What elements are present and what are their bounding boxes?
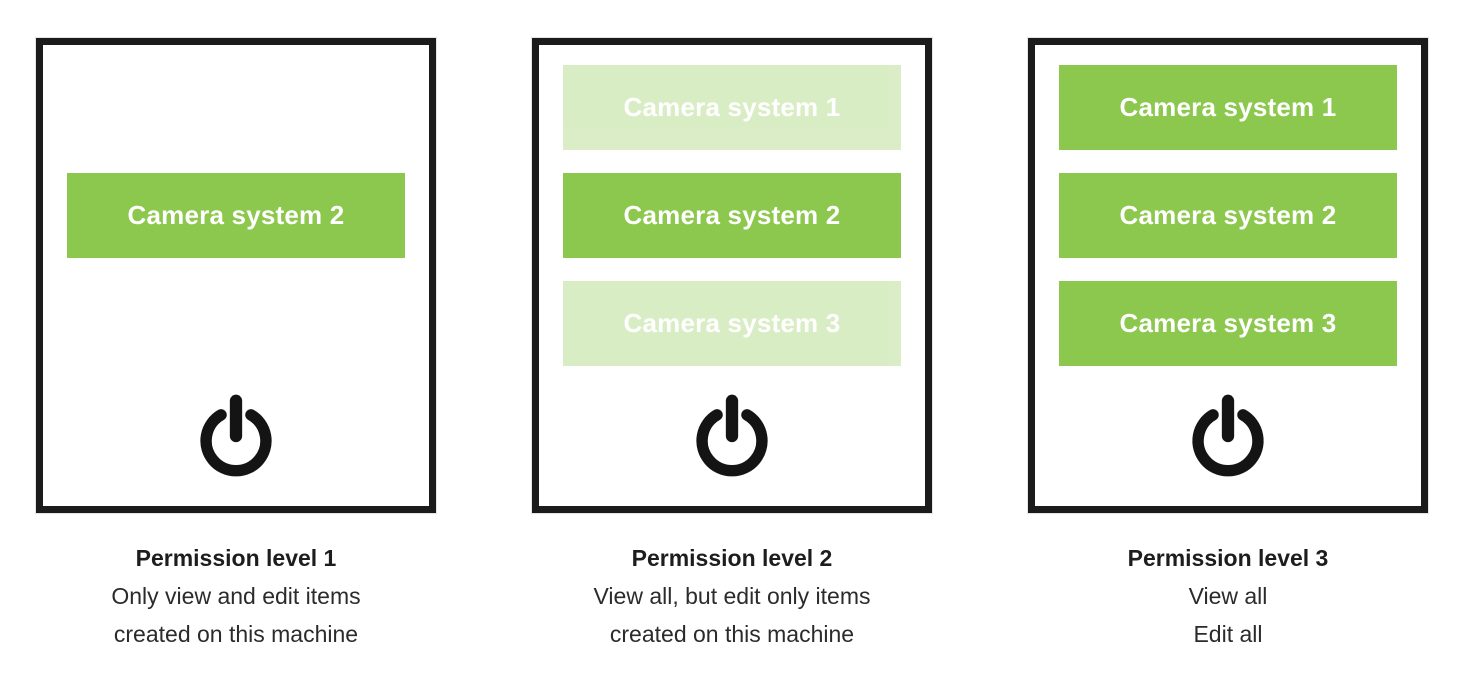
panel-caption: Permission level 2 View all, but edit on… [594, 539, 871, 653]
caption-line: created on this machine [609, 621, 855, 647]
caption-line: Only view and edit items [111, 583, 361, 609]
camera-system-list: Camera system 1 Camera system 2 Camera s… [563, 65, 901, 366]
caption-title: Permission level 3 [1127, 545, 1329, 571]
power-icon[interactable] [688, 392, 776, 480]
panels-row: Camera system 2 Permission level 1 Only … [36, 38, 1428, 653]
caption-line: View all [1188, 583, 1268, 609]
camera-system-1-button[interactable]: Camera system 1 [1059, 65, 1397, 150]
camera-system-2-button[interactable]: Camera system 2 [1059, 173, 1397, 258]
camera-system-3-button[interactable]: Camera system 3 [563, 281, 901, 366]
caption-line: View all, but edit only items [593, 583, 871, 609]
caption-line: Edit all [1193, 621, 1263, 647]
caption-title: Permission level 2 [631, 545, 833, 571]
caption-title: Permission level 1 [135, 545, 337, 571]
caption-line: created on this machine [113, 621, 359, 647]
device-frame-1: Camera system 2 [36, 38, 436, 513]
panel-caption: Permission level 1 Only view and edit it… [111, 539, 360, 653]
power-icon[interactable] [1184, 392, 1272, 480]
camera-system-list: Camera system 1 Camera system 2 Camera s… [1059, 65, 1397, 366]
camera-system-list: Camera system 2 [67, 65, 405, 366]
device-frame-2: Camera system 1 Camera system 2 Camera s… [532, 38, 932, 513]
permission-level-1-panel: Camera system 2 Permission level 1 Only … [36, 38, 436, 653]
device-frame-3: Camera system 1 Camera system 2 Camera s… [1028, 38, 1428, 513]
panel-caption: Permission level 3 View all Edit all [1128, 539, 1329, 653]
camera-system-2-button[interactable]: Camera system 2 [67, 173, 405, 258]
permission-level-2-panel: Camera system 1 Camera system 2 Camera s… [532, 38, 932, 653]
camera-system-1-button[interactable]: Camera system 1 [563, 65, 901, 150]
power-icon[interactable] [192, 392, 280, 480]
camera-system-3-button[interactable]: Camera system 3 [1059, 281, 1397, 366]
permission-level-3-panel: Camera system 1 Camera system 2 Camera s… [1028, 38, 1428, 653]
camera-system-2-button[interactable]: Camera system 2 [563, 173, 901, 258]
